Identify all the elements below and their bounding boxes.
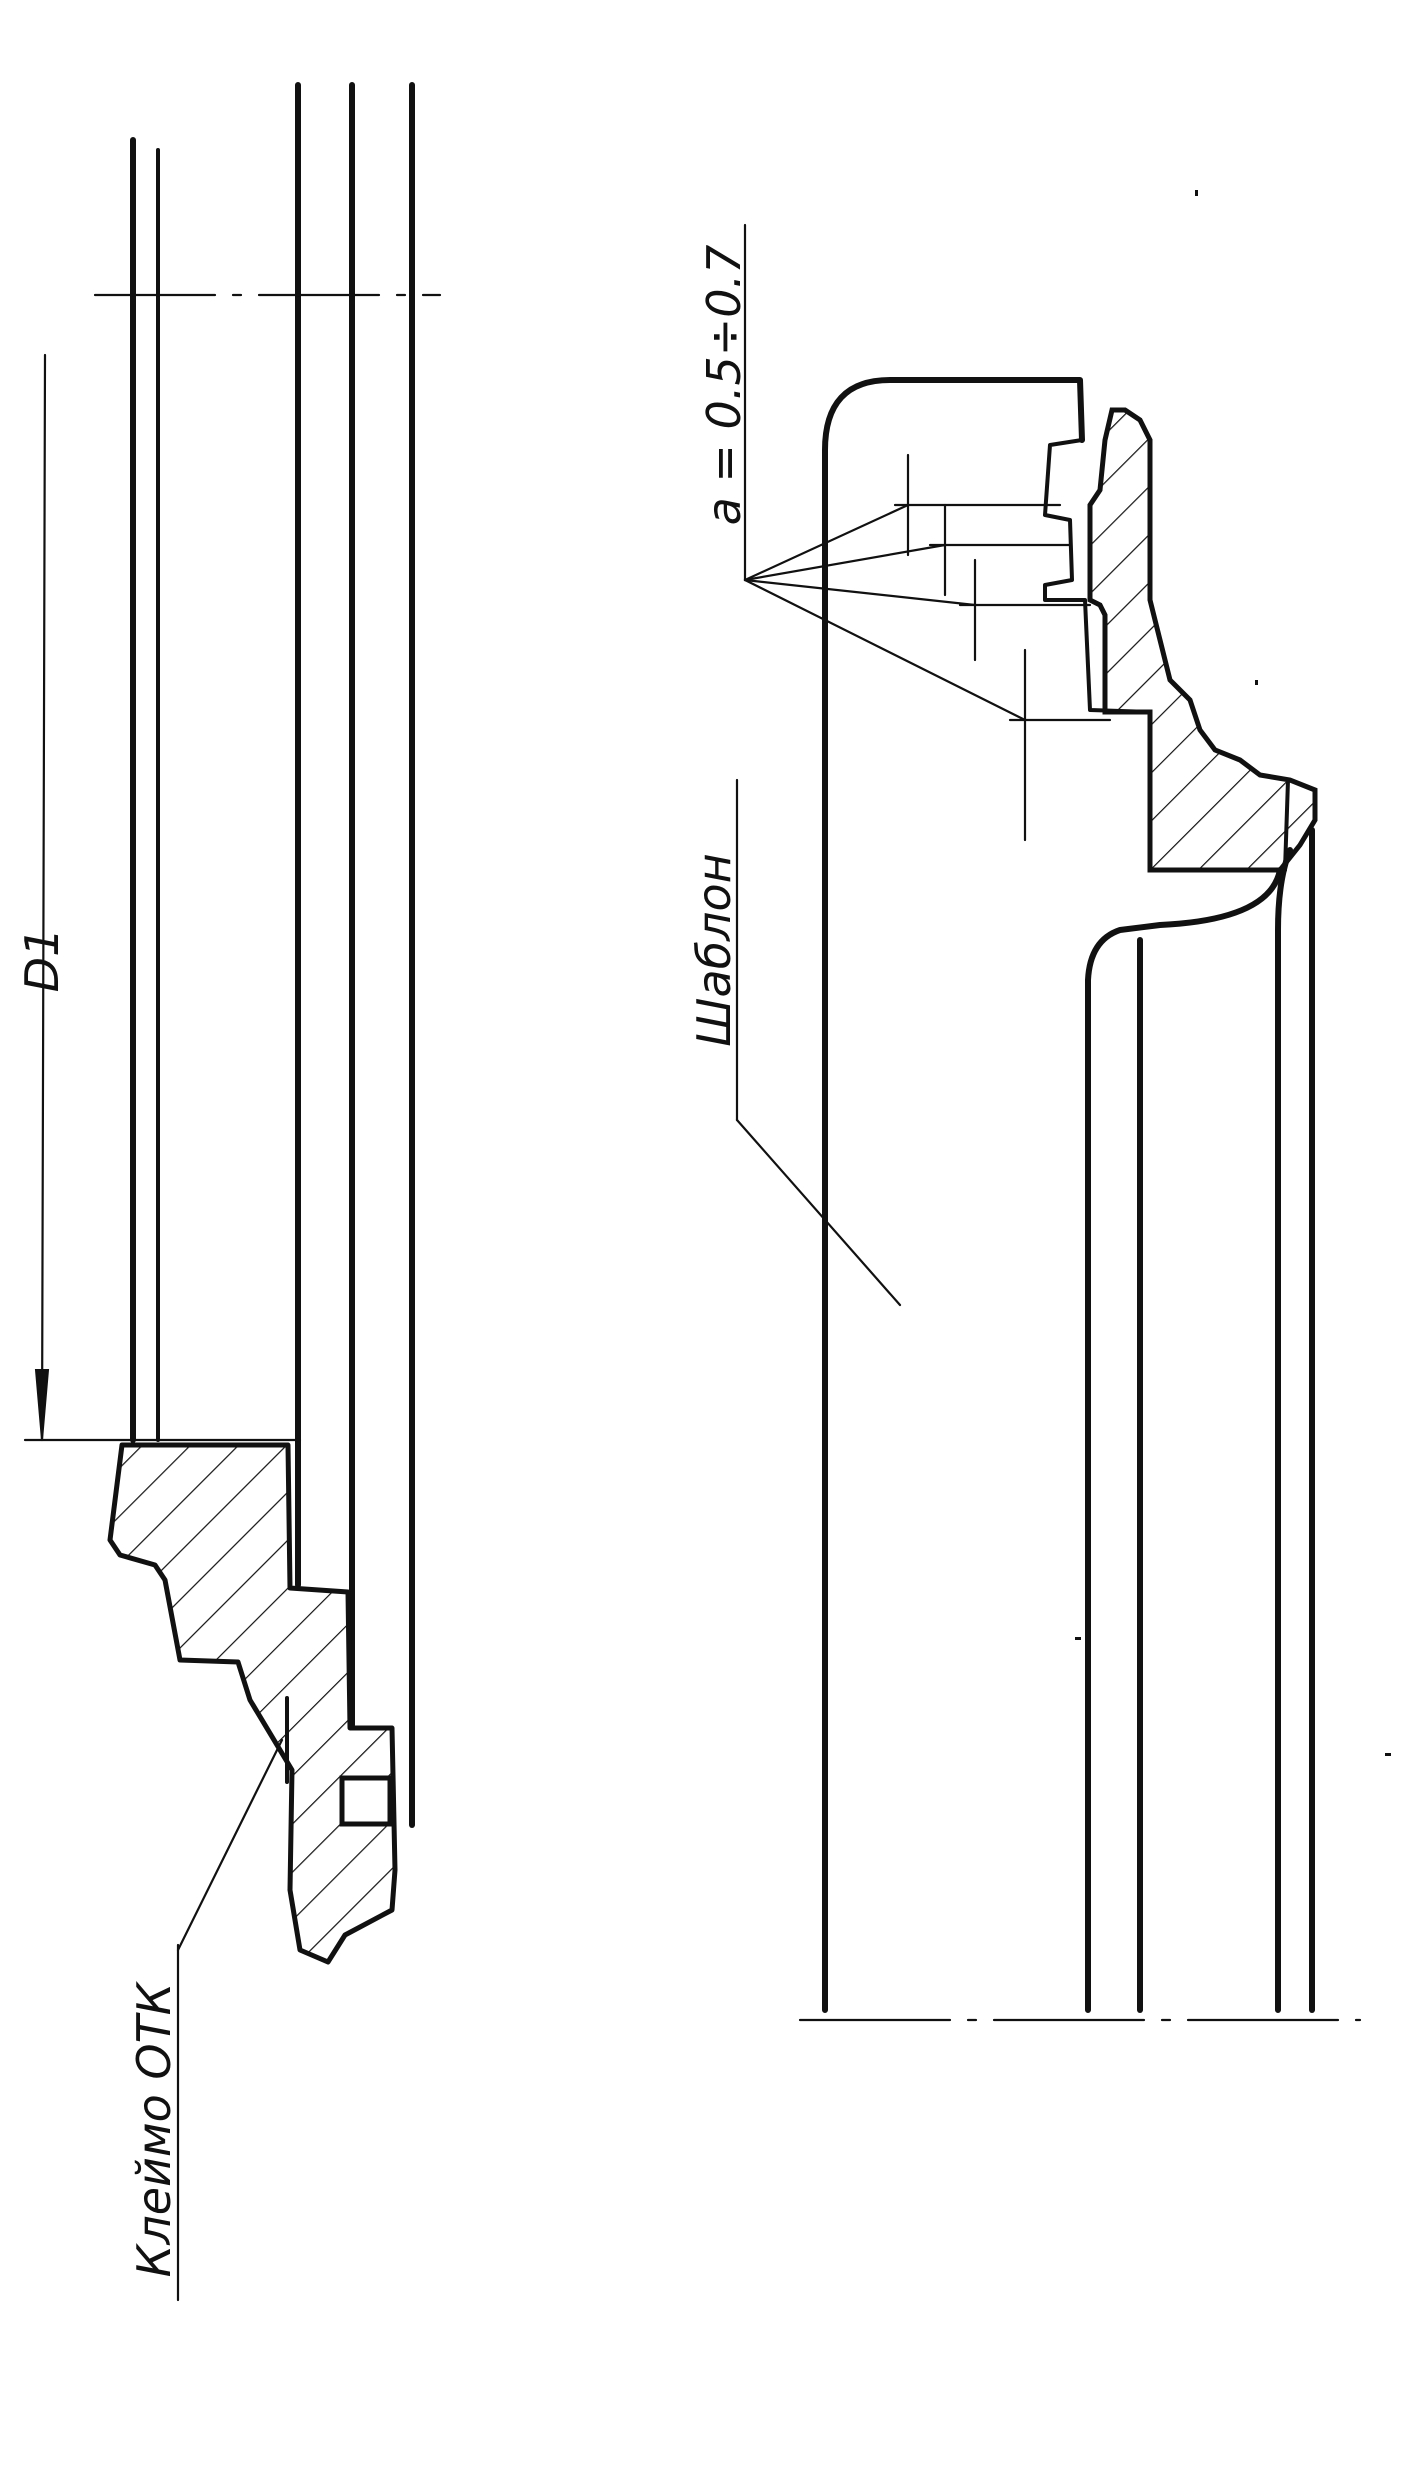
stamp-leader [176,1738,284,1952]
left-part-view [23,82,442,2302]
template-label: Шаблон [687,853,741,1046]
right-bore-curve-2 [1275,847,1293,2013]
template-leader [735,1118,902,1307]
d1-label: D1 [15,928,69,993]
d1-arrow [34,1369,50,1441]
gap-indicators [893,453,1112,842]
gap-leaders [743,503,1027,722]
right-bore-curve [1085,867,1283,2013]
right-part-section [1087,407,1318,873]
d1-dimension-line [40,353,47,1442]
stamp-label: Клеймо ОТК [127,1980,181,2277]
left-groove [339,1775,393,1827]
gap-label: a = 0.5÷0.7 [697,245,751,526]
scan-specks [1075,190,1391,1756]
template-contour [822,377,1085,2013]
left-flange-section [107,1442,398,1965]
right-template-view [735,223,1362,2022]
